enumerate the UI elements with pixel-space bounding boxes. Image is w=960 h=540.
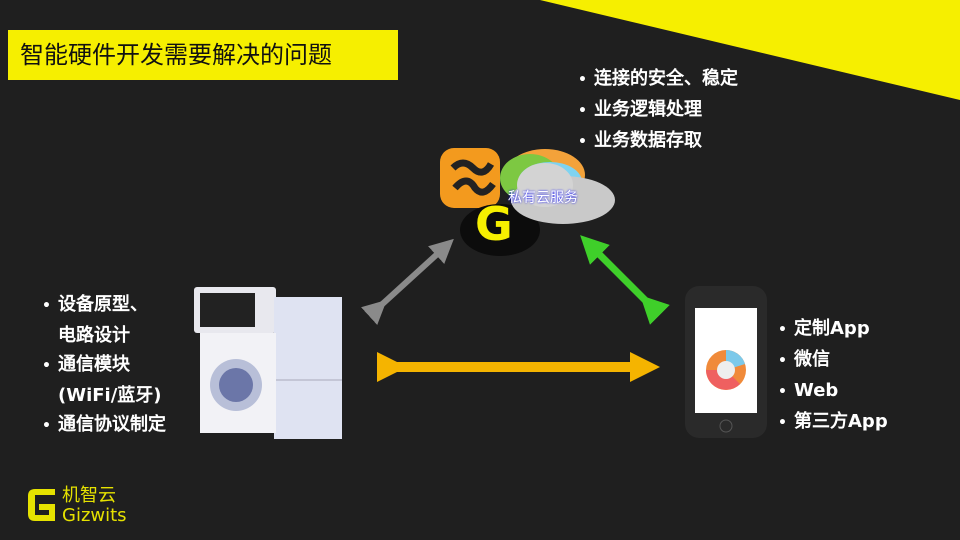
device-feature-list: •设备原型、 电路设计 •通信模块 (WiFi/蓝牙) •通信协议制定: [42, 290, 166, 441]
logo-en: Gizwits: [62, 505, 127, 526]
cloud-feature-list: •连接的安全、稳定 •业务逻辑处理 •业务数据存取: [578, 64, 738, 157]
list-item: •第三方App: [778, 411, 888, 432]
list-item-text: 业务数据存取: [594, 130, 702, 151]
list-item: •Web: [778, 380, 839, 401]
list-item: •微信: [778, 349, 830, 370]
list-item-text: 通信协议制定: [58, 414, 166, 435]
list-item: •业务数据存取: [578, 130, 702, 151]
cloud-services-icon: G: [440, 148, 615, 256]
list-item: •业务逻辑处理: [578, 99, 702, 120]
list-item: •连接的安全、稳定: [578, 68, 738, 89]
logo-cn: 机智云: [62, 485, 116, 506]
list-item: •设备原型、: [42, 294, 148, 315]
gizwits-logo-icon: [28, 489, 55, 521]
home-appliances-icon: [194, 287, 342, 439]
list-item-text: 通信模块: [58, 354, 130, 375]
device-cloud-arrow: [361, 238, 454, 325]
smartphone-app-icon: [685, 286, 767, 438]
list-item-text: 第三方App: [794, 411, 888, 432]
list-item-text: 设备原型、: [58, 294, 148, 315]
list-item-text: (WiFi/蓝牙): [58, 385, 162, 406]
app-feature-list: •定制App •微信 •Web •第三方App: [778, 314, 888, 438]
list-item: •通信协议制定: [42, 414, 166, 435]
list-item: •通信模块: [42, 354, 130, 375]
list-item-text: 连接的安全、稳定: [594, 68, 738, 89]
logo-text: 机智云 Gizwits: [62, 486, 127, 526]
page-title: 智能硬件开发需要解决的问题: [8, 30, 398, 80]
list-item-text: 业务逻辑处理: [594, 99, 702, 120]
list-item: 电路设计: [42, 321, 166, 350]
list-item: (WiFi/蓝牙): [42, 381, 166, 410]
svg-text:G: G: [475, 197, 513, 251]
list-item-text: 定制App: [794, 318, 870, 339]
list-item: •定制App: [778, 318, 870, 339]
list-item-text: 电路设计: [58, 325, 130, 346]
list-item-text: 微信: [794, 349, 830, 370]
cloud-label: 私有云服务: [508, 190, 578, 206]
list-item-text: Web: [794, 380, 839, 401]
app-cloud-arrow: [580, 235, 670, 325]
